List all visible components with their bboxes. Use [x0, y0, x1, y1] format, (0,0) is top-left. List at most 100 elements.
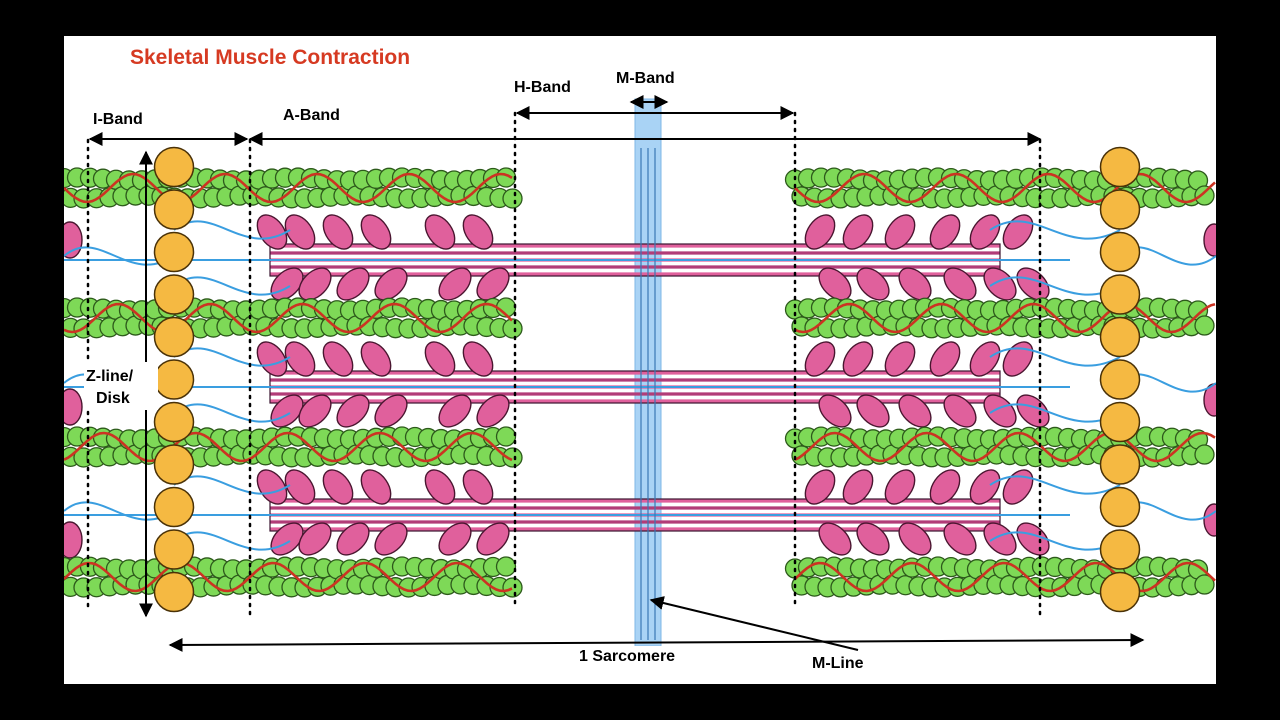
myosin-head — [969, 214, 1001, 250]
myosin-head — [804, 214, 836, 250]
actin-bead — [502, 188, 523, 209]
myosin-head — [943, 522, 977, 556]
actin-bead — [1194, 185, 1215, 206]
z-disk-protein — [1099, 529, 1141, 570]
myosin-head — [462, 469, 494, 505]
myosin-head — [898, 522, 932, 556]
myosin-head — [424, 214, 456, 250]
myosin-head — [983, 394, 1017, 428]
myosin-head — [298, 394, 332, 428]
z-line-label: Z-line/ — [86, 368, 134, 385]
myosin-head — [983, 522, 1017, 556]
myosin-head — [856, 522, 890, 556]
myosin-head — [424, 469, 456, 505]
myosin-head — [804, 341, 836, 377]
z-disk-protein — [153, 274, 195, 315]
myosin-head — [322, 214, 354, 250]
myosin-head — [818, 394, 852, 428]
myosin-head — [476, 394, 510, 428]
myosin-head — [943, 394, 977, 428]
myosin-head — [374, 522, 408, 556]
z-disk-protein — [1099, 486, 1141, 528]
myosin-head — [929, 469, 961, 505]
myosin-head — [842, 341, 874, 377]
actin-bead — [1194, 444, 1215, 465]
myosin-head — [284, 469, 316, 505]
z-disk-protein — [153, 486, 195, 528]
myosin-head — [1016, 522, 1050, 556]
z-disk-protein — [153, 401, 195, 443]
myosin-head — [298, 267, 332, 301]
myosin-head — [360, 469, 392, 505]
myosin-head-edge — [64, 521, 83, 559]
myosin-head — [476, 267, 510, 301]
z-disk-label: Disk — [96, 390, 130, 407]
myosin-head — [969, 469, 1001, 505]
actin-bead — [502, 318, 523, 339]
myosin-head — [322, 469, 354, 505]
myosin-filament — [256, 341, 1050, 428]
myosin-filament — [256, 469, 1050, 556]
myosin-head — [1002, 214, 1034, 250]
z-disk — [153, 146, 195, 613]
myosin-head — [298, 522, 332, 556]
myosin-head — [462, 341, 494, 377]
myosin-head — [884, 214, 916, 250]
myosin-head — [1002, 469, 1034, 505]
sarcomere-label-bg — [575, 646, 693, 666]
m-line-pointer — [649, 596, 859, 651]
titin-strand — [989, 347, 1121, 367]
myosin-head — [842, 214, 874, 250]
actin-bead — [495, 426, 517, 447]
myosin-head — [804, 469, 836, 505]
myosin-head — [929, 341, 961, 377]
z-disk-protein — [153, 146, 195, 188]
z-disk-protein — [153, 189, 195, 230]
myosin-head — [898, 394, 932, 428]
z-disk-protein — [1099, 571, 1141, 613]
band-arrows — [88, 95, 1145, 652]
myosin-head-edge — [1203, 223, 1216, 257]
myosin-head — [336, 394, 370, 428]
z-disk-protein — [1099, 316, 1141, 358]
h-band-label: H-Band — [514, 79, 571, 96]
actin-bead — [495, 167, 517, 188]
z-disk-protein — [1099, 359, 1141, 400]
myosin-head — [818, 267, 852, 301]
tropomyosin-strand — [64, 431, 513, 463]
sarcomere-arrow — [168, 633, 1145, 652]
z-disk-protein — [153, 571, 195, 613]
a-band-label: A-Band — [283, 107, 340, 124]
z-disk-protein — [1099, 189, 1141, 230]
tropomyosin-strand — [794, 561, 1216, 593]
tropomyosin-strand — [794, 172, 1216, 204]
myosin-head — [884, 469, 916, 505]
myosin-head — [818, 522, 852, 556]
band-boundaries — [86, 111, 1042, 620]
z-disks — [153, 146, 1141, 613]
myosin-head — [424, 341, 456, 377]
actin-filament — [64, 426, 523, 468]
myosin-head — [438, 267, 472, 301]
myosin-head-edge — [64, 388, 83, 426]
myosin-head — [438, 394, 472, 428]
tropomyosin-strand — [64, 172, 513, 204]
myosin-head — [943, 267, 977, 301]
myosin-head — [898, 267, 932, 301]
z-disk-protein — [1099, 274, 1141, 315]
myosin-head-edge — [1203, 503, 1216, 537]
z-disk-protein — [153, 316, 195, 358]
z-disk-protein — [153, 444, 195, 485]
actin-filament — [784, 297, 1216, 339]
myosin-head — [322, 341, 354, 377]
z-line-label-bg — [84, 362, 158, 410]
tropomyosin-strand — [794, 431, 1216, 463]
tropomyosin-strand — [794, 302, 1216, 334]
i-band-label: I-Band — [93, 111, 143, 128]
myosin-head — [360, 214, 392, 250]
myosin-head — [360, 341, 392, 377]
myosin-head — [374, 394, 408, 428]
actin-bead — [1194, 574, 1215, 595]
myosin-head — [1016, 394, 1050, 428]
